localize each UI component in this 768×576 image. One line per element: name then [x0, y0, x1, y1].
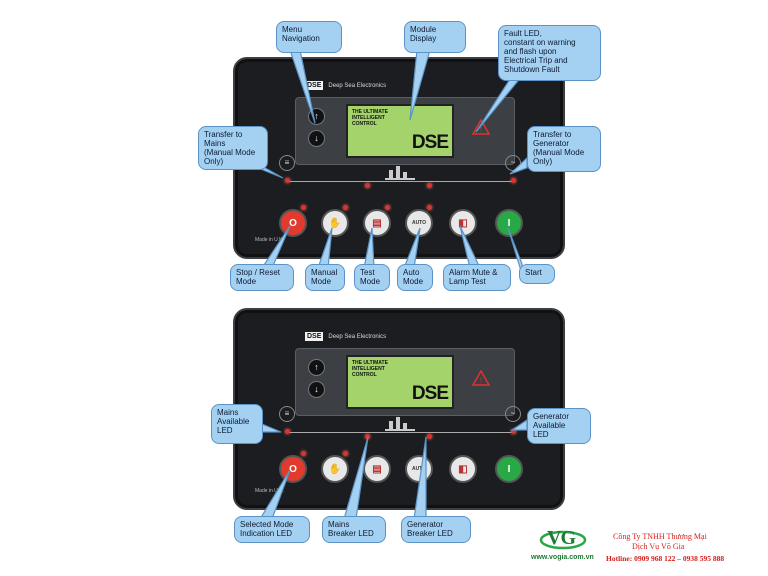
callout-generator-available: Generator Available LED — [527, 408, 591, 444]
callout-start: Start — [519, 264, 555, 284]
auto-mode-button[interactable]: AUTO — [405, 455, 433, 483]
generator-breaker-led — [427, 183, 432, 188]
scroll-down-button[interactable]: ↓ — [308, 381, 325, 398]
scroll-up-button[interactable]: ↑ — [308, 359, 325, 376]
module-display: THE ULTIMATE INTELLIGENT CONTROL DSE — [346, 355, 454, 409]
scroll-down-button[interactable]: ↓ — [308, 130, 325, 147]
mains-breaker-led — [365, 183, 370, 188]
module-display: THE ULTIMATE INTELLIGENT CONTROL DSE — [346, 104, 454, 158]
brand-box: DSE — [305, 81, 324, 90]
mains-available-led — [285, 178, 290, 183]
vg-logo-text: VG — [547, 527, 576, 549]
stop-reset-button[interactable]: O — [279, 209, 307, 237]
company-name-line1: Công Ty TNHH Thương Mại — [613, 532, 707, 541]
callout-fault-led: Fault LED, constant on warning and flash… — [498, 25, 601, 81]
manual-mode-led — [343, 205, 348, 210]
callout-test-mode: Test Mode — [354, 264, 390, 291]
test-mode-led — [385, 205, 390, 210]
test-mode-button[interactable]: ▤ — [363, 209, 391, 237]
controller-panel-bottom: DSE Deep Sea Electronics ↑ ↓ THE ULTIMAT… — [233, 308, 565, 510]
made-in-label: Made in U.K. — [255, 488, 284, 494]
company-name-line2: Dịch Vụ Võ Gia — [632, 542, 685, 551]
hotline-text: Hotline: 0909 968 122 – 0938 595 888 — [606, 554, 725, 563]
stop-reset-button[interactable]: O — [279, 455, 307, 483]
stop-mode-led — [301, 205, 306, 210]
brand-box: DSE — [305, 332, 324, 341]
transfer-mains-button[interactable]: ≡ — [279, 406, 295, 422]
transfer-mains-button[interactable]: ≡ — [279, 155, 295, 171]
callout-menu-navigation: Menu Navigation — [276, 21, 342, 53]
callout-alarm-mute: Alarm Mute & Lamp Test — [443, 264, 511, 291]
callout-transfer-mains: Transfer to Mains (Manual Mode Only) — [198, 126, 268, 170]
generator-available-led — [511, 178, 516, 183]
website-text[interactable]: www.vogia.com.vn — [531, 554, 594, 561]
fault-warning-icon: ! — [472, 119, 490, 135]
display-bezel: ↑ ↓ THE ULTIMATE INTELLIGENT CONTROL DSE… — [295, 97, 515, 165]
callout-transfer-generator: Transfer to Generator (Manual Mode Only) — [527, 126, 601, 172]
callout-mains-breaker: Mains Breaker LED — [322, 516, 386, 543]
lcd-text: THE ULTIMATE INTELLIGENT CONTROL — [352, 109, 388, 127]
mains-available-led — [285, 429, 290, 434]
callout-manual-mode: Manual Mode — [305, 264, 345, 291]
start-button[interactable]: I — [495, 455, 523, 483]
callout-auto-mode: Auto Mode — [397, 264, 433, 291]
busbar-line — [287, 181, 513, 182]
generator-breaker-led — [427, 434, 432, 439]
brand-name: Deep Sea Electronics — [328, 82, 387, 89]
callout-generator-breaker: Generator Breaker LED — [401, 516, 471, 543]
made-in-label: Made in U.K. — [255, 237, 284, 243]
lcd-logo: DSE — [411, 132, 449, 153]
alarm-mute-button[interactable]: ◧ — [449, 455, 477, 483]
callout-mains-available: Mains Available LED — [211, 404, 263, 444]
fault-warning-icon: ! — [472, 370, 490, 386]
manual-mode-led — [343, 451, 348, 456]
generator-available-led — [511, 429, 516, 434]
stop-mode-led — [301, 451, 306, 456]
load-icon — [385, 417, 415, 431]
manual-mode-button[interactable]: ✋ — [321, 455, 349, 483]
callout-module-display: Module Display — [404, 21, 466, 53]
brand-logo: DSE Deep Sea Electronics — [305, 332, 386, 341]
mains-breaker-led — [365, 434, 370, 439]
load-icon — [385, 166, 415, 180]
svg-text:!: ! — [480, 125, 482, 134]
callout-stop-reset: Stop / Reset Mode — [230, 264, 294, 291]
display-bezel: ↑ ↓ THE ULTIMATE INTELLIGENT CONTROL DSE… — [295, 348, 515, 416]
svg-text:!: ! — [480, 376, 482, 385]
test-mode-button[interactable]: ▤ — [363, 455, 391, 483]
lcd-logo: DSE — [411, 383, 449, 404]
brand-logo: DSE Deep Sea Electronics — [305, 81, 386, 90]
busbar-line — [287, 432, 513, 433]
transfer-generator-button[interactable]: ~ — [505, 406, 521, 422]
callout-selected-mode: Selected Mode Indication LED — [234, 516, 310, 543]
manual-mode-button[interactable]: ✋ — [321, 209, 349, 237]
lcd-text: THE ULTIMATE INTELLIGENT CONTROL — [352, 360, 388, 378]
brand-name: Deep Sea Electronics — [328, 333, 387, 340]
vg-logo-mark — [539, 530, 587, 550]
auto-mode-led — [427, 205, 432, 210]
vg-logo: VG — [537, 524, 589, 554]
